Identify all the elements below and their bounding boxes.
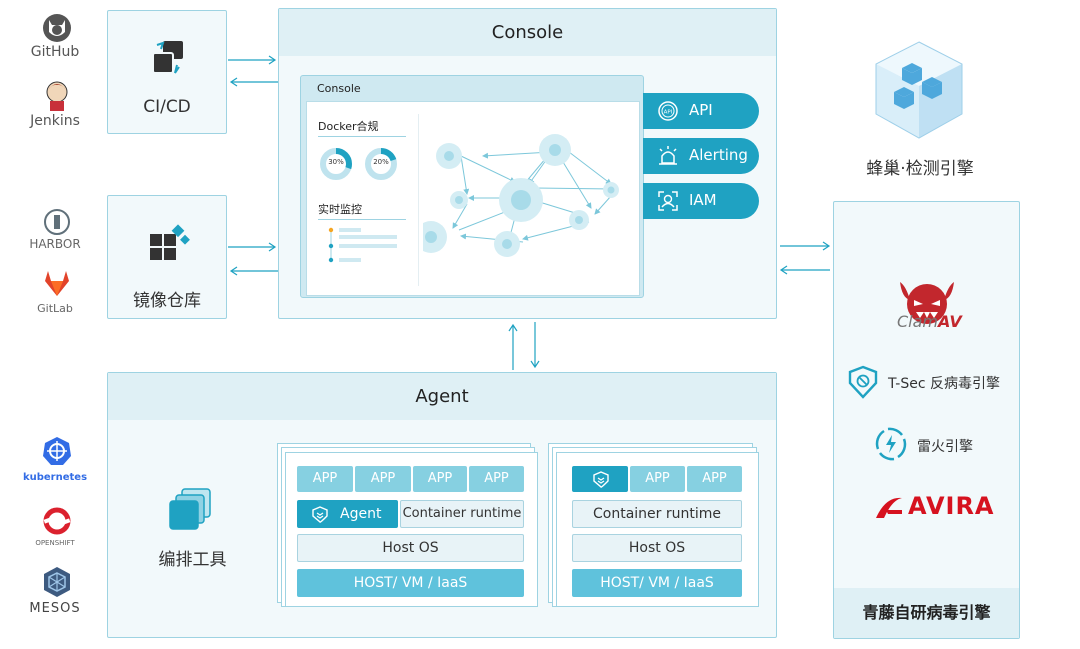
leihuo-icon (875, 427, 907, 461)
iam-label: IAM (689, 191, 717, 209)
leihuo-label: 雷火引擎 (917, 439, 973, 455)
avira-umbrella-icon (876, 497, 902, 518)
clamav-text-b: AV (938, 312, 962, 331)
identity-scan-icon (658, 191, 678, 211)
realtime-monitor-label: 实时监控 (318, 203, 362, 216)
hive-engine-illustration (866, 38, 972, 142)
registry-icon (148, 224, 192, 264)
api-button[interactable]: API API (643, 93, 759, 129)
donut-30-label: 30% (328, 158, 344, 166)
harbor-icon (44, 209, 70, 235)
harbor-label: HARBOR (29, 237, 81, 251)
shield-icon (593, 471, 609, 488)
console-inner-title: Console (317, 82, 361, 95)
cicd-box: CI/CD (107, 10, 227, 134)
console-inner-panel: Console Docker合规 30% 20% 实时监控 (300, 75, 644, 298)
github-logo (37, 10, 77, 50)
console-title: Console (279, 9, 776, 56)
app-cell: APP (469, 466, 524, 492)
clamav-logo (892, 276, 962, 336)
registry-label: 镜像仓库 (133, 291, 201, 311)
registry-console-arrows (228, 242, 278, 276)
cicd-label: CI/CD (143, 97, 191, 117)
donut-chart-20 (365, 148, 397, 180)
app-cell: APP (297, 466, 353, 492)
donut-chart-30 (320, 148, 352, 180)
mesos-logo (42, 566, 72, 598)
orchestration-icon (168, 487, 216, 531)
cicd-console-arrows (228, 55, 278, 87)
gitlab-label: GitLab (37, 302, 73, 315)
clamav-text-a: Clam (897, 312, 939, 331)
agent-title: Agent (108, 373, 776, 420)
kubernetes-logo (42, 436, 72, 466)
cicd-icon (149, 39, 187, 77)
donut-20-label: 20% (373, 158, 389, 166)
container-runtime-cell: Container runtime (572, 500, 742, 528)
avira-label: AVIRA (908, 492, 995, 520)
jenkins-icon (46, 81, 68, 111)
agent-cell-label: Agent (340, 506, 382, 522)
mesos-icon (44, 567, 70, 597)
jenkins-label: Jenkins (30, 113, 80, 129)
console-agent-arrows (508, 322, 540, 370)
iaas-cell: HOST/ VM / IaaS (572, 569, 742, 597)
monitor-list-graphic (328, 227, 397, 263)
agent-mini-cell (572, 466, 628, 492)
network-graph (423, 134, 619, 257)
svg-text:API: API (664, 110, 673, 116)
app-cell: APP (630, 466, 685, 492)
jenkins-logo (40, 78, 74, 112)
harbor-logo (43, 208, 71, 236)
tsec-label: T-Sec 反病毒引擎 (888, 376, 1000, 392)
api-label: API (689, 101, 713, 119)
openshift-logo (42, 506, 72, 536)
app-cell: APP (687, 466, 742, 492)
engines-box: 青藤自研病毒引擎 (833, 201, 1020, 639)
host-os-cell: Host OS (297, 534, 524, 562)
kubernetes-label: kubernetes (22, 472, 88, 483)
clamav-icon (900, 282, 954, 324)
clamav-wordmark: ClamAV (897, 312, 962, 331)
shield-icon (312, 506, 328, 523)
openshift-label: OPENSHIFT (35, 539, 75, 547)
orchestration-label: 编排工具 (158, 550, 227, 570)
registry-box: 镜像仓库 (107, 195, 227, 319)
app-cell: APP (413, 466, 467, 492)
gitlab-icon (45, 271, 69, 296)
hive-engine-label: 蜂巢·检测引擎 (866, 159, 974, 179)
iam-button[interactable]: IAM (643, 183, 759, 219)
openshift-icon (43, 507, 71, 535)
alarm-icon (659, 146, 677, 165)
docker-compliance-label: Docker合规 (318, 120, 379, 133)
alerting-button[interactable]: Alerting (643, 138, 759, 174)
console-engine-arrows (779, 241, 831, 275)
kubernetes-icon (43, 437, 71, 465)
container-runtime-cell: Container runtime (400, 500, 524, 528)
github-label: GitHub (30, 44, 80, 60)
github-icon (43, 14, 71, 42)
agent-cell: Agent (297, 500, 398, 528)
engines-footer-label: 青藤自研病毒引擎 (834, 588, 1019, 638)
host-os-cell: Host OS (572, 534, 742, 562)
api-icon: API (658, 101, 678, 121)
gitlab-logo (42, 268, 72, 298)
app-cell: APP (355, 466, 411, 492)
tsec-shield-icon (848, 365, 878, 399)
iaas-cell: HOST/ VM / IaaS (297, 569, 524, 597)
mesos-label: MESOS (29, 601, 81, 616)
alerting-label: Alerting (689, 146, 748, 164)
